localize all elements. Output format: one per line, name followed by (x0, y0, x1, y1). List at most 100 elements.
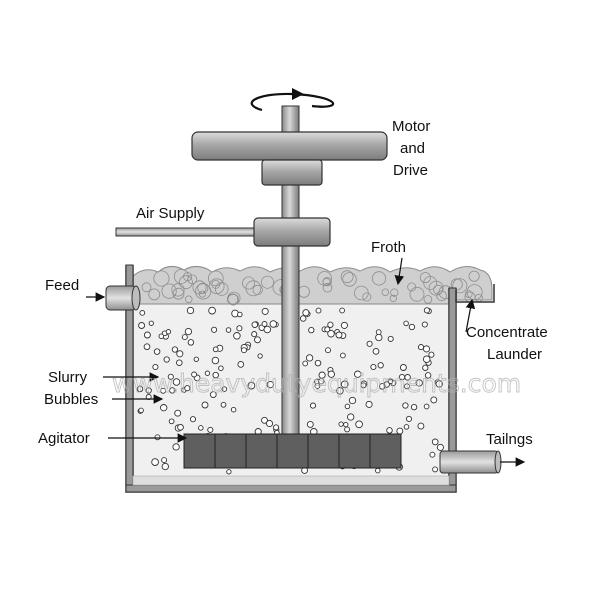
bubble (404, 383, 410, 390)
bubble (269, 320, 278, 328)
label-slurry: Slurry (48, 369, 88, 386)
bubble (207, 426, 214, 433)
bubble (208, 306, 216, 315)
bubble (143, 343, 151, 351)
bubble (355, 420, 363, 429)
bubble (168, 418, 175, 425)
bubble (212, 371, 219, 379)
bubble (432, 466, 439, 473)
bubble (160, 404, 168, 412)
bubble (139, 310, 146, 316)
bubble (151, 458, 159, 466)
bubble (176, 350, 184, 358)
bubble (387, 335, 394, 342)
bubble (236, 325, 243, 332)
bubble (348, 396, 357, 405)
label-air-supply: Air Supply (136, 205, 205, 222)
froth-bubble (407, 282, 417, 292)
air-supply-pipe (115, 227, 257, 237)
pointer-froth (394, 257, 405, 286)
froth-bubble (322, 282, 333, 293)
bubble (336, 387, 344, 395)
bubble (325, 347, 331, 354)
bubble (314, 359, 322, 367)
bubble (211, 356, 220, 365)
bubble (226, 469, 232, 475)
bubble (309, 402, 317, 409)
bubble (396, 427, 404, 435)
froth-bubble (381, 288, 389, 296)
bubble (171, 346, 179, 353)
bubble (335, 331, 343, 339)
bubble (161, 457, 168, 464)
bubble (136, 385, 144, 393)
froth-bubble (389, 294, 397, 302)
bubble (324, 326, 331, 333)
label-motor-line3: Drive (393, 162, 428, 179)
froth-bubble (245, 280, 262, 297)
bubble (327, 329, 335, 338)
bubble (372, 348, 380, 355)
froth-bubble (148, 288, 161, 301)
bubble (305, 354, 314, 362)
bubble (257, 353, 263, 359)
bubble (423, 403, 430, 410)
froth-bubble (340, 270, 354, 284)
bubble (339, 307, 345, 314)
bubble (302, 360, 309, 367)
agitator-block (307, 433, 340, 469)
watermark-text: www.heavydutyequipments.com (112, 369, 521, 398)
bubble (430, 396, 438, 404)
froth-bubble (390, 288, 399, 297)
bubble (261, 321, 268, 327)
bubble (340, 380, 349, 389)
sediment-layer (132, 475, 450, 486)
bubble (138, 407, 144, 414)
agitator-block (183, 433, 216, 469)
label-tailings: Tailngs (486, 431, 533, 448)
froth-bubble (208, 278, 225, 295)
bubble (415, 379, 423, 387)
bubble (422, 345, 431, 353)
bubble (254, 336, 261, 344)
bubble (158, 333, 165, 339)
bubble (403, 320, 409, 327)
bubble (209, 391, 217, 398)
bubble (340, 321, 348, 329)
froth-bubble (468, 270, 480, 282)
tank-floor (125, 484, 457, 493)
bubble (347, 413, 355, 421)
bubble (241, 347, 247, 354)
label-feed: Feed (45, 277, 79, 294)
tailings-pipe (439, 450, 499, 474)
bubble (387, 378, 394, 385)
agitator-block (245, 433, 278, 469)
bubble (428, 351, 435, 358)
bubble (344, 403, 351, 410)
bubble (370, 363, 377, 371)
label-motor-line2: and (400, 140, 425, 157)
agitator-block (369, 433, 402, 469)
bubble (193, 356, 199, 362)
froth-bubble (409, 286, 425, 302)
bubble (429, 451, 436, 458)
bubble (153, 348, 161, 355)
bubble (315, 307, 322, 314)
bubble (172, 443, 180, 451)
bubble (174, 409, 182, 417)
bubble (233, 332, 241, 340)
bubble (424, 372, 432, 379)
bubble (251, 321, 259, 328)
bubble (211, 326, 218, 333)
bubble (423, 307, 430, 314)
froth-bubble (242, 276, 256, 290)
bubble (375, 329, 382, 335)
bubble (198, 425, 204, 431)
label-concentrate: Concentrate (466, 324, 548, 341)
rotation-arrowhead-icon (292, 88, 304, 100)
bubble (299, 315, 307, 322)
agitator-block (338, 433, 371, 469)
bubble (163, 356, 170, 363)
agitator-impeller (183, 433, 402, 469)
